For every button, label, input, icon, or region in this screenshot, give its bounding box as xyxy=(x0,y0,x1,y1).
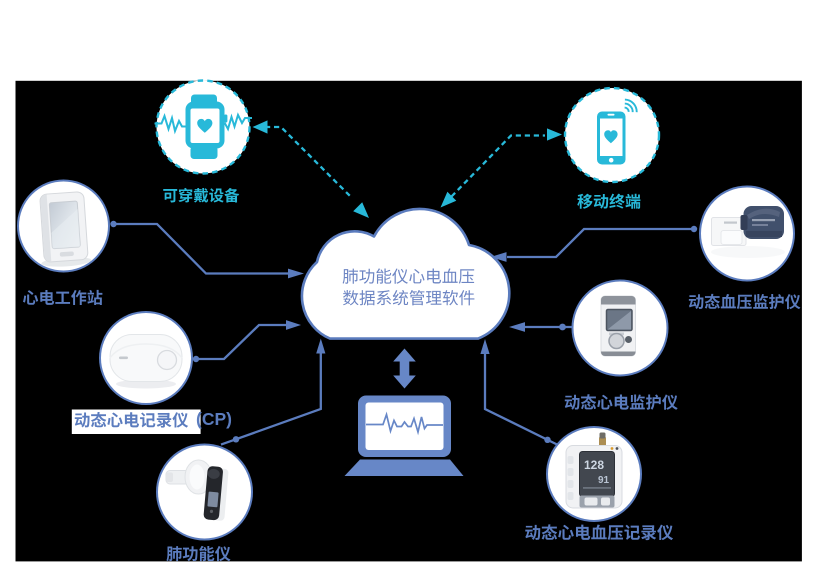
svg-text:128: 128 xyxy=(584,458,604,472)
svg-text:91: 91 xyxy=(598,475,610,486)
svg-text:(CP): (CP) xyxy=(196,409,232,429)
